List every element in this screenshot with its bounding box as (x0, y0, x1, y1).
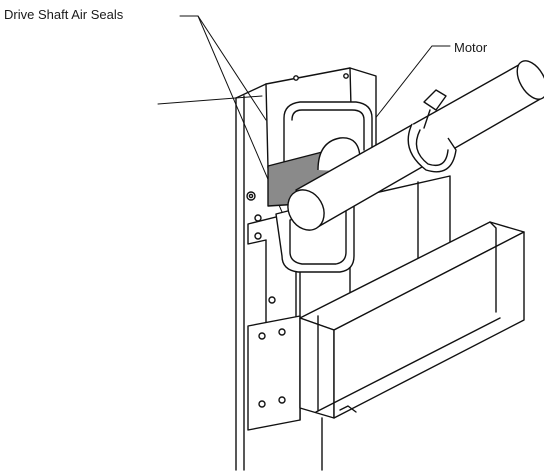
lower-brace (321, 405, 357, 471)
motor-leader-line (351, 45, 451, 149)
wall-post (235, 83, 267, 471)
back-edge-line (157, 95, 263, 105)
mounting-plate (247, 315, 301, 431)
seals-label: Drive Shaft Air Seals (4, 7, 124, 22)
motor-housing (299, 221, 525, 419)
motor-label: Motor (454, 40, 488, 55)
shaft-clamp (407, 89, 457, 173)
